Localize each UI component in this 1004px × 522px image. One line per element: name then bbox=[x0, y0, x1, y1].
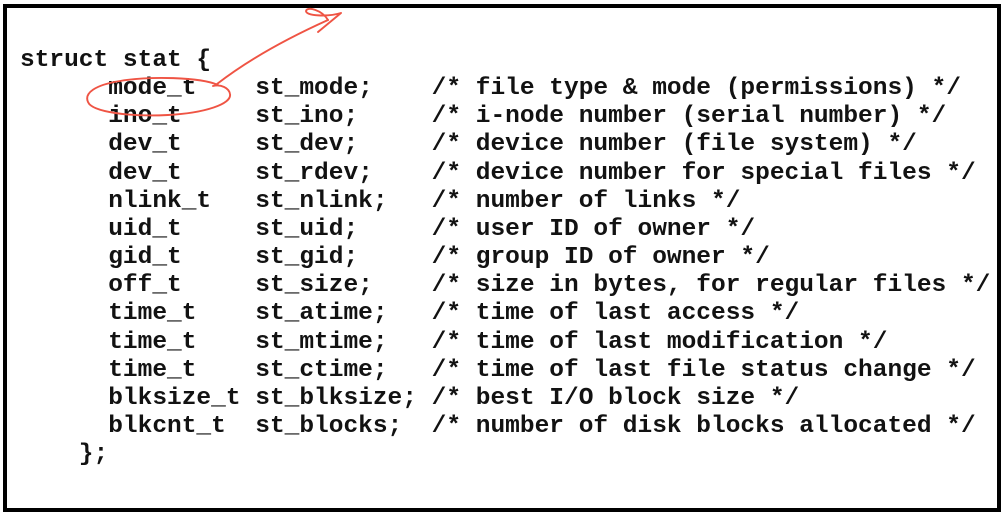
code-block: struct stat { mode_t st_mode; /* file ty… bbox=[20, 47, 991, 469]
annotation-arrowhead bbox=[305, 7, 342, 33]
